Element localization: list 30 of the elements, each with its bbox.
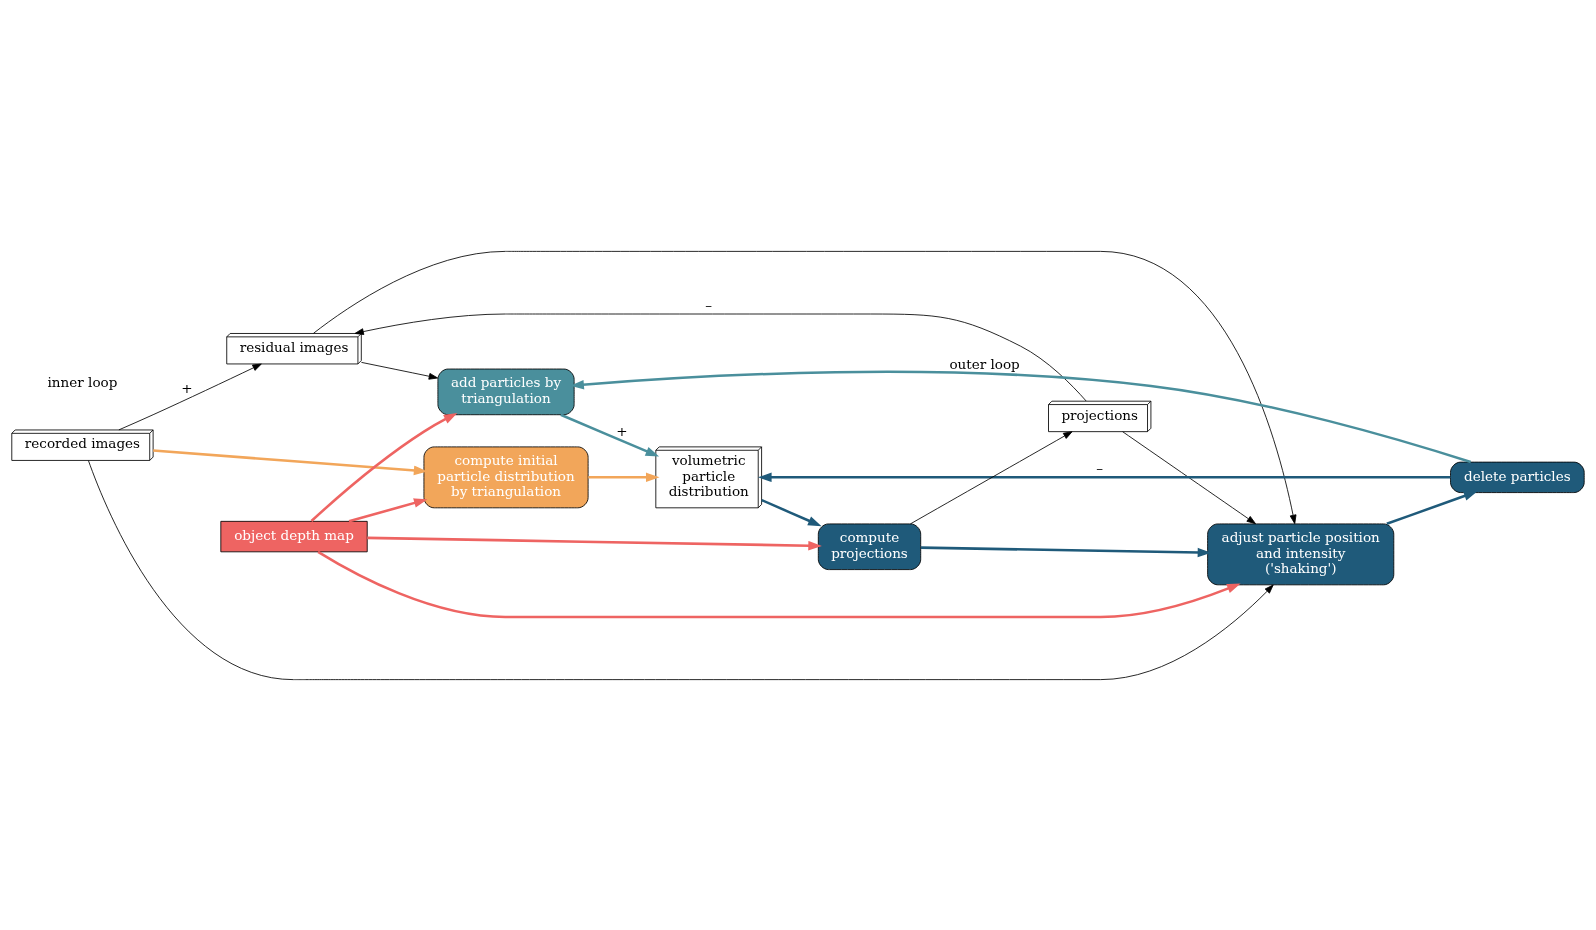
label: inner loop (47, 373, 118, 390)
arrow (367, 536, 822, 550)
edge-label: + (616, 422, 628, 439)
arrow (570, 370, 1472, 463)
arrow (153, 448, 428, 475)
node-box: compute projections (817, 522, 922, 570)
arrow (348, 497, 428, 523)
arrow (310, 412, 458, 522)
edge-label: + (181, 379, 193, 396)
arrow (361, 361, 439, 380)
arrow (88, 459, 1274, 680)
node-box: object depth map (220, 520, 368, 552)
arrow (758, 472, 1451, 482)
arrow (1122, 430, 1256, 524)
node-box: compute initial particle distribution by triangulation (423, 445, 589, 508)
node-box: delete particles (1450, 461, 1585, 493)
arrow (560, 413, 660, 457)
edge-label: outer loop (949, 355, 1020, 372)
arrow (313, 250, 1297, 524)
arrow (1386, 490, 1478, 525)
arrow (920, 545, 1212, 557)
arrow (910, 430, 1073, 524)
edge-label: – (705, 296, 713, 313)
arrow (761, 498, 822, 526)
node-box: adjust particle position and intensity ('shaking') (1207, 522, 1395, 585)
node-box: add particles by triangulation (437, 368, 575, 415)
arrow (588, 472, 660, 482)
arrow (118, 363, 262, 430)
edge-label: – (1096, 459, 1104, 476)
arrow (317, 550, 1241, 618)
